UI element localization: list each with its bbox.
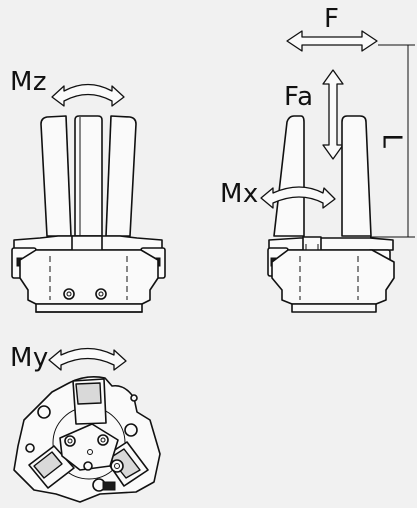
front-finger-center [74,115,103,237]
side-finger-left [273,115,305,237]
side-body [271,249,395,305]
fa-force-arrow [322,69,344,160]
l-label: L [376,133,407,149]
brand-logo-mark [102,481,116,491]
front-finger-left [40,115,72,237]
side-base-plate [291,303,377,313]
side-jaw-block [268,237,394,251]
front-base-plate [35,303,143,313]
front-finger-right [105,115,137,237]
f-force-arrow [286,30,378,52]
fa-label: Fa [284,82,314,112]
top-view-gripper [13,347,161,503]
front-view-gripper [11,83,166,313]
front-body [19,249,159,305]
mx-label: Mx [220,179,259,209]
side-finger-right [341,115,372,237]
mx-rotation-arrow [260,186,336,209]
mz-label: Mz [10,67,48,97]
mz-rotation-arrow [51,83,125,107]
my-label: My [10,343,49,373]
f-label: F [324,4,340,34]
side-view-gripper [260,30,415,313]
my-rotation-arrow [48,347,127,371]
